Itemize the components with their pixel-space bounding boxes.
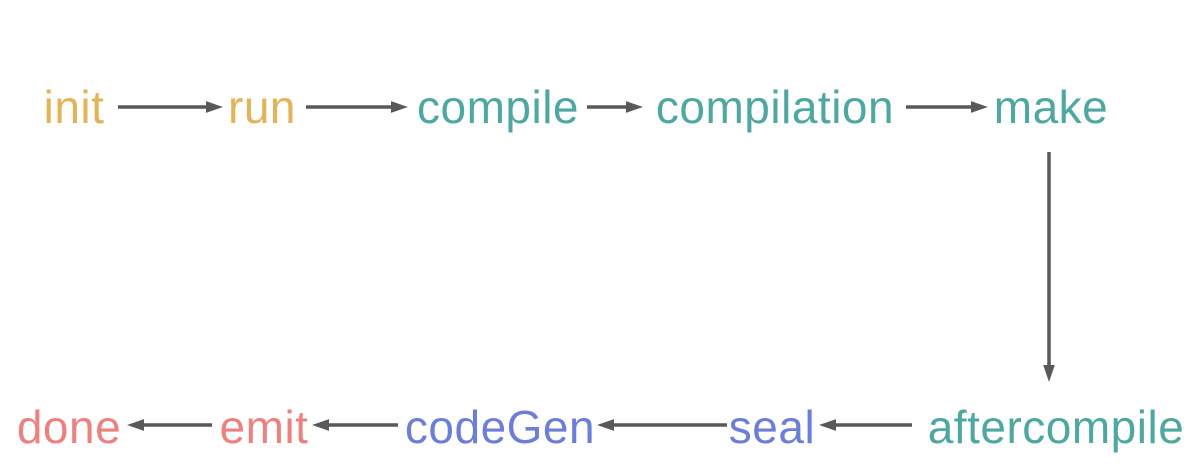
node-compilation: compilation [655,81,895,133]
node-make: make [993,81,1109,133]
node-codegen: codeGen [404,401,596,453]
node-emit: emit [219,401,309,453]
node-aftercompile: aftercompile [927,401,1185,453]
node-init: init [43,81,105,133]
node-seal: seal [728,401,816,453]
node-done: done [16,401,122,453]
node-run: run [228,81,296,133]
node-compile: compile [416,81,580,133]
